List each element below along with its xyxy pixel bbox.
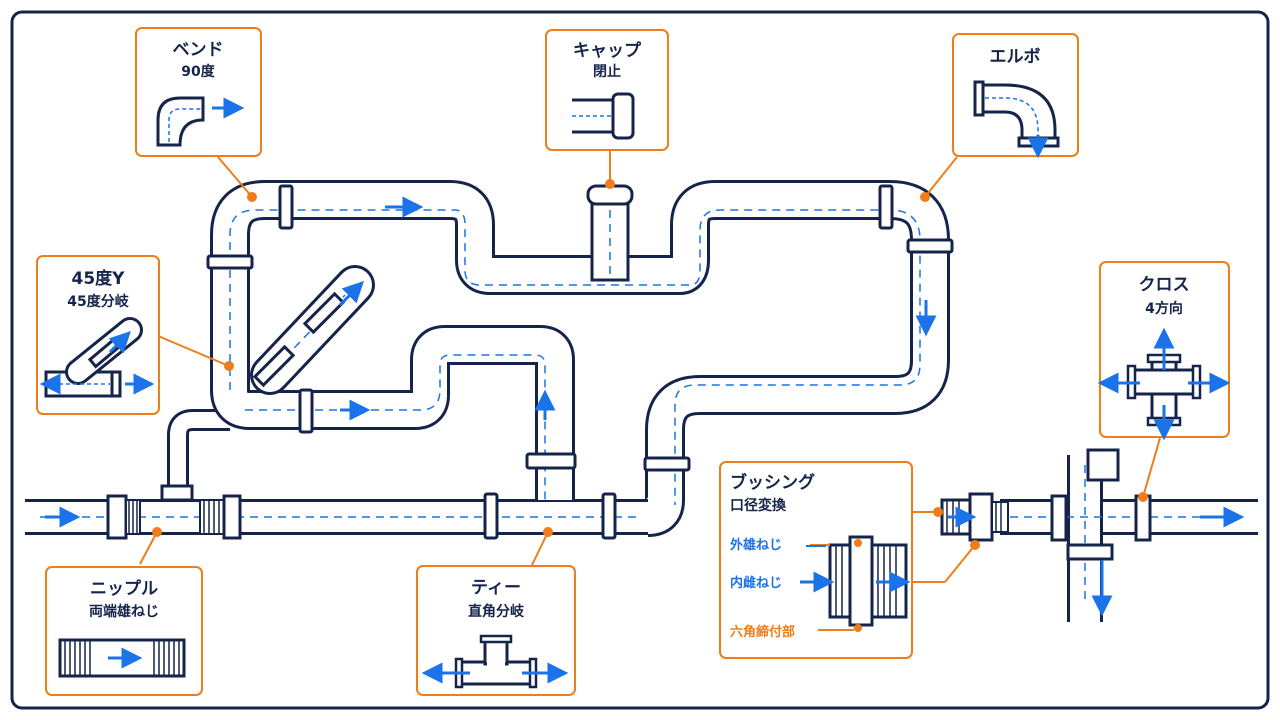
bushing-icon bbox=[800, 535, 911, 632]
callout-wye45: 45度Y 45度分岐 bbox=[36, 255, 160, 415]
cap-icon bbox=[572, 92, 635, 140]
cap-branch-pipe bbox=[586, 184, 634, 282]
cross-subtitle: 4方向 bbox=[1145, 300, 1183, 317]
nipple-title: ニップル bbox=[90, 578, 158, 599]
bushing-label-female: 内雌ねじ bbox=[730, 575, 782, 591]
pipe-network bbox=[25, 180, 1258, 622]
nipple-subtitle: 両端雄ねじ bbox=[89, 603, 159, 620]
elbow-icon bbox=[973, 80, 1060, 159]
network-flow-arrows bbox=[45, 196, 937, 528]
middle-loop-pipe bbox=[210, 325, 575, 505]
tee-icon bbox=[421, 634, 569, 689]
flow-arrow bbox=[108, 331, 131, 354]
cap-subtitle: 閉止 bbox=[593, 63, 621, 80]
callout-nipple: ニップル 両端雄ねじ bbox=[45, 566, 203, 696]
callout-tee: ティー 直角分岐 bbox=[416, 565, 576, 696]
tee-title: ティー bbox=[471, 578, 521, 598]
bushing-title: ブッシング bbox=[730, 472, 815, 493]
bushing-subtitle: 口径変換 bbox=[730, 497, 787, 514]
pipe-couplings bbox=[206, 184, 954, 540]
cap-title: キャップ bbox=[573, 40, 642, 61]
bend-90-icon bbox=[156, 96, 245, 147]
callout-elbow: エルボ bbox=[952, 33, 1079, 159]
wye-branch-pipe bbox=[250, 265, 375, 395]
cross-title: クロス bbox=[1139, 275, 1190, 295]
callout-leaders bbox=[139, 150, 1161, 583]
flow-arrow bbox=[338, 281, 364, 307]
bend-subtitle: 90度 bbox=[181, 63, 215, 80]
tee-subtitle: 直角分岐 bbox=[468, 603, 525, 620]
main-line-nipples bbox=[106, 484, 242, 540]
nipple-icon bbox=[58, 638, 186, 678]
wye45-subtitle: 45度分岐 bbox=[67, 293, 129, 310]
callout-cross: クロス 4方向 bbox=[1097, 261, 1231, 441]
wye-45-icon bbox=[39, 317, 155, 398]
bushing-label-male: 外雄ねじ bbox=[729, 537, 782, 553]
elbow-title: エルボ bbox=[990, 47, 1041, 67]
bend-title: ベンド bbox=[173, 40, 224, 60]
callout-bend: ベンド 90度 bbox=[135, 27, 262, 157]
callout-bushing: ブッシング 口径変換 外雄ねじ 内雌ねじ 六角締付部 bbox=[719, 461, 913, 659]
bushing-label-hex: 六角締付部 bbox=[730, 624, 795, 640]
inlet-branch-pipe bbox=[167, 409, 230, 500]
callout-cap: キャップ 閉止 bbox=[545, 29, 669, 151]
right-assembly bbox=[940, 448, 1258, 622]
wye45-title: 45度Y bbox=[72, 268, 126, 289]
cross-icon bbox=[1097, 327, 1231, 441]
upper-loop-pipe bbox=[210, 180, 950, 537]
